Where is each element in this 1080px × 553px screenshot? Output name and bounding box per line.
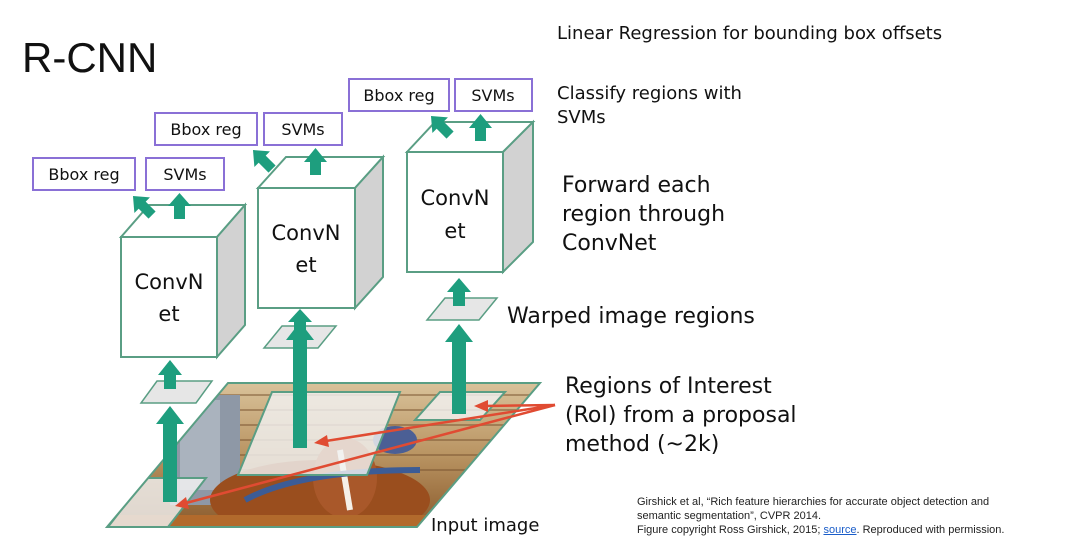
warped-arrows <box>158 278 471 389</box>
convnet-box-3: ConvN et <box>404 119 536 275</box>
up-arrow-warped-2 <box>288 309 312 340</box>
bbox-reg-label: Bbox reg <box>363 86 434 105</box>
svm-box-3: SVMs <box>454 78 533 112</box>
convnet-label-line2: et <box>444 219 465 243</box>
label-box-border <box>145 157 225 191</box>
roi-pointer-heads <box>175 400 488 509</box>
label-box-border <box>154 112 258 146</box>
up-arrow-svm-1 <box>168 193 191 219</box>
citation: Girshick et al, “Rich feature hierarchie… <box>637 496 1004 537</box>
forward-annotation-line3: ConvNet <box>562 231 657 257</box>
roi-annotation-line2: (RoI) from a proposal <box>565 403 797 429</box>
pointer-line-2 <box>325 403 556 443</box>
svm-label: SVMs <box>281 120 324 139</box>
convnet-label-line1: ConvN <box>272 221 341 245</box>
convnet-box-2: ConvN et <box>255 154 386 311</box>
horse-harness <box>243 467 421 503</box>
pointer-line-1 <box>185 403 556 505</box>
convnet-front-face <box>406 151 504 273</box>
input-image <box>104 382 543 528</box>
convnet-label-line2: et <box>295 253 316 277</box>
slide-title: R-CNN <box>22 34 158 81</box>
diagonal-arrow-bbox-2 <box>252 149 276 173</box>
output-arrows <box>132 114 492 219</box>
warped-region-1 <box>139 380 214 404</box>
roi-annotation-line1: Regions of Interest <box>565 374 772 399</box>
bbox-reg-label: Bbox reg <box>170 120 241 139</box>
bbox-reg-label: Bbox reg <box>48 165 119 184</box>
roi-pointers <box>185 403 556 505</box>
classify-annotation: Classify regions with SVMs <box>557 82 742 130</box>
classify-annotation-line1: Classify regions with <box>557 83 742 104</box>
pointer-head-3 <box>474 400 488 412</box>
citation-permission: . Reproduced with permission. <box>856 523 1005 536</box>
citation-line3: Figure copyright Ross Girshick, 2015; so… <box>637 524 1004 538</box>
pointer-line-3 <box>483 403 556 408</box>
forward-annotation-line2: region through <box>562 202 726 228</box>
input-image-label: Input image <box>431 515 539 536</box>
convnet-label-line2: et <box>158 302 179 326</box>
roi-annotation: Regions of Interest (RoI) from a proposa… <box>565 372 797 459</box>
citation-copyright: Figure copyright Ross Girshick, 2015; <box>637 523 824 536</box>
bbox-regression-annotation: Linear Regression for bounding box offse… <box>557 23 943 44</box>
svm-label: SVMs <box>163 165 206 184</box>
input-image-border <box>104 382 543 528</box>
forward-annotation-line1: Forward each <box>562 173 711 198</box>
bbox-reg-box-3: Bbox reg <box>348 78 450 112</box>
building-window <box>180 400 220 490</box>
svm-box-1: SVMs <box>145 157 225 191</box>
forward-annotation: Forward each region through ConvNet <box>562 171 725 258</box>
convnet-front-face <box>257 187 356 309</box>
label-box-border <box>454 78 533 112</box>
diagonal-arrow-bbox-3 <box>430 115 454 139</box>
convnet-label-line1: ConvN <box>421 186 490 210</box>
up-arrow-svm-3 <box>469 114 492 141</box>
bbox-reg-box-2: Bbox reg <box>154 112 258 146</box>
bbox-reg-box-1: Bbox reg <box>32 157 136 191</box>
up-arrow-region-3 <box>445 324 473 414</box>
label-box-border <box>263 112 343 146</box>
label-box-border <box>348 78 450 112</box>
diagonal-arrow-bbox-1 <box>132 195 156 219</box>
roi-region-2 <box>236 391 402 476</box>
convnet-box-1: ConvN et <box>118 202 248 360</box>
label-boxes: Bbox reg SVMs Bbox reg SVMs Bbox reg SVM… <box>32 78 533 191</box>
up-arrow-svm-2 <box>304 148 327 175</box>
up-arrow-region-1 <box>156 406 184 502</box>
roi-annotation-line3: method (~2k) <box>565 432 720 458</box>
up-arrow-warped-3 <box>447 278 471 306</box>
region-arrows <box>156 322 473 502</box>
pointer-head-2 <box>314 435 329 447</box>
citation-line1: Girshick et al, “Rich feature hierarchie… <box>637 496 990 508</box>
svm-box-2: SVMs <box>263 112 343 146</box>
pointer-head-1 <box>175 497 189 509</box>
convnet-label-line1: ConvN <box>135 270 204 294</box>
warped-annotation: Warped image regions <box>507 304 755 329</box>
up-arrow-warped-1 <box>158 360 182 389</box>
classify-annotation-line2: SVMs <box>557 106 606 128</box>
citation-line2: semantic segmentation”, CVPR 2014. <box>637 509 822 522</box>
source-link[interactable]: source <box>823 523 857 536</box>
foreground-rail <box>107 515 460 527</box>
convnet-front-face <box>120 236 218 358</box>
svm-label: SVMs <box>471 86 514 105</box>
warped-region-3 <box>425 297 499 321</box>
label-box-border <box>32 157 136 191</box>
